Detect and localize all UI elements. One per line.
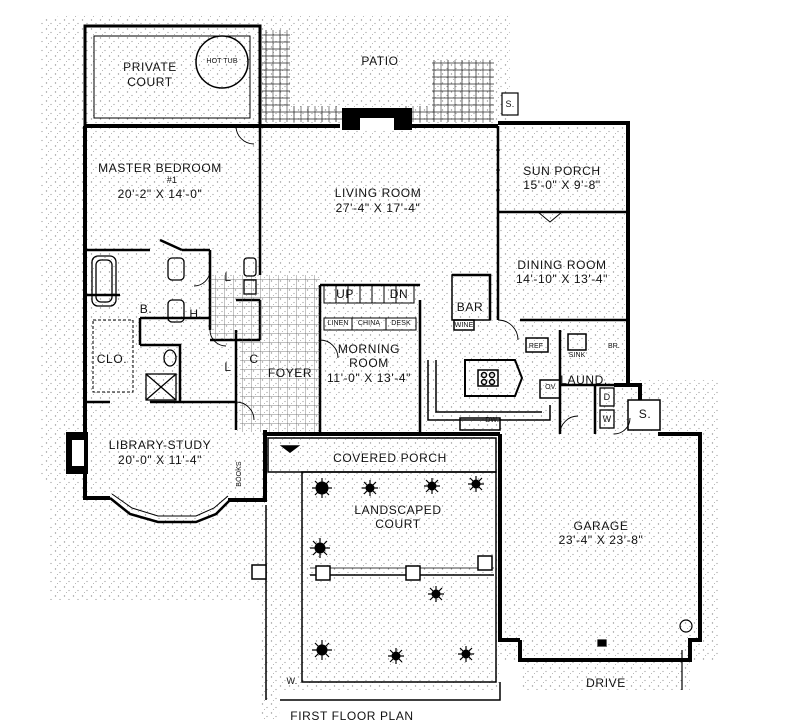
coat-closet-label: C <box>249 352 259 366</box>
bath-fixtures <box>91 255 257 401</box>
bar-counter <box>451 274 491 331</box>
small-linen-label: L <box>224 360 232 374</box>
wall-label: W. <box>286 676 298 686</box>
bath-label: B. <box>139 302 153 316</box>
door-swings <box>193 125 631 435</box>
master-bedroom-label: MASTER BEDROOM <box>98 161 222 175</box>
plants <box>310 476 484 664</box>
plan-title: FIRST FLOOR PLAN <box>290 709 414 723</box>
china-label: CHINA <box>357 320 381 327</box>
books-label: BOOKS <box>236 461 243 487</box>
kitchen-counters <box>427 333 587 431</box>
stair-down-label: DN <box>389 287 409 301</box>
dryer-label: D <box>603 392 611 402</box>
garage-storage-label: S. <box>638 407 652 421</box>
dishwasher-label: DW. <box>485 417 499 424</box>
hall-label: H. <box>189 307 203 321</box>
garage-storage <box>627 399 661 431</box>
library-study-dims: 20'-0" X 11'-4" <box>118 453 202 467</box>
master-bedroom-dims: 20'-2" X 14'-0" <box>117 187 203 201</box>
broom-closet-label: BR. <box>608 343 620 350</box>
laundry-label: LAUND. <box>560 373 608 387</box>
sun-porch-label: SUN PORCH <box>523 164 601 178</box>
garage-label: GARAGE <box>573 519 629 533</box>
foyer-label: FOYER <box>267 366 313 380</box>
fireplace-library <box>66 432 88 474</box>
morning-room-dims: 11'-0" X 13'-4" <box>327 371 411 385</box>
refrigerator-label: REF <box>528 343 544 350</box>
garage-dims: 23'-4" X 23'-8" <box>558 533 644 547</box>
desk-label: DESK <box>391 320 411 327</box>
dining-room-dims: 14'-10" X 13'-4" <box>515 272 609 286</box>
living-room-dims: 27'-4" X 17'-4" <box>335 201 421 215</box>
window-marks <box>496 149 630 291</box>
sink-label: SINK <box>568 352 586 359</box>
patio-label: PATIO <box>361 54 399 68</box>
living-room-label: LIVING ROOM <box>334 186 422 200</box>
landscaped-court <box>251 471 501 701</box>
linen-label: LINEN <box>327 320 349 327</box>
landscaped-court-label-2: COURT <box>375 517 421 531</box>
laundry-appliances <box>599 387 615 429</box>
patio-paving <box>262 30 519 122</box>
washer-label: W <box>602 414 612 424</box>
closet-label: CLO. <box>96 352 128 366</box>
wine-label: WINE <box>454 322 474 329</box>
library-study-label: LIBRARY-STUDY <box>108 438 212 452</box>
dining-room-label: DINING ROOM <box>517 258 607 272</box>
master-bedroom-number: #1 <box>166 175 178 185</box>
hot-tub-label: HOT TUB <box>206 58 238 65</box>
bar-label: BAR <box>456 300 484 314</box>
linen-closet-label: L <box>224 270 232 284</box>
patio-storage-label: S. <box>505 99 515 109</box>
morning-room-label-1: MORNING <box>337 342 401 356</box>
stair-up-label: UP <box>336 287 354 301</box>
private-court-label-1: PRIVATE <box>123 60 177 74</box>
fireplace-living <box>342 108 412 130</box>
sun-porch-dims: 15'-0" X 9'-8" <box>523 178 601 192</box>
oven-label: OV. <box>545 384 557 391</box>
foyer-tile <box>210 275 320 432</box>
landscaped-court-label-1: LANDSCAPED <box>354 503 442 517</box>
library-bay-window <box>109 493 231 524</box>
site-stipple <box>40 15 720 720</box>
garage-details <box>597 619 693 690</box>
morning-room-label-2: ROOM <box>349 356 389 370</box>
closet-outline <box>92 319 134 393</box>
stairs <box>323 284 417 331</box>
covered-porch-label: COVERED PORCH <box>333 451 447 465</box>
private-court-label-2: COURT <box>127 75 173 89</box>
drive-label: DRIVE <box>586 676 626 690</box>
